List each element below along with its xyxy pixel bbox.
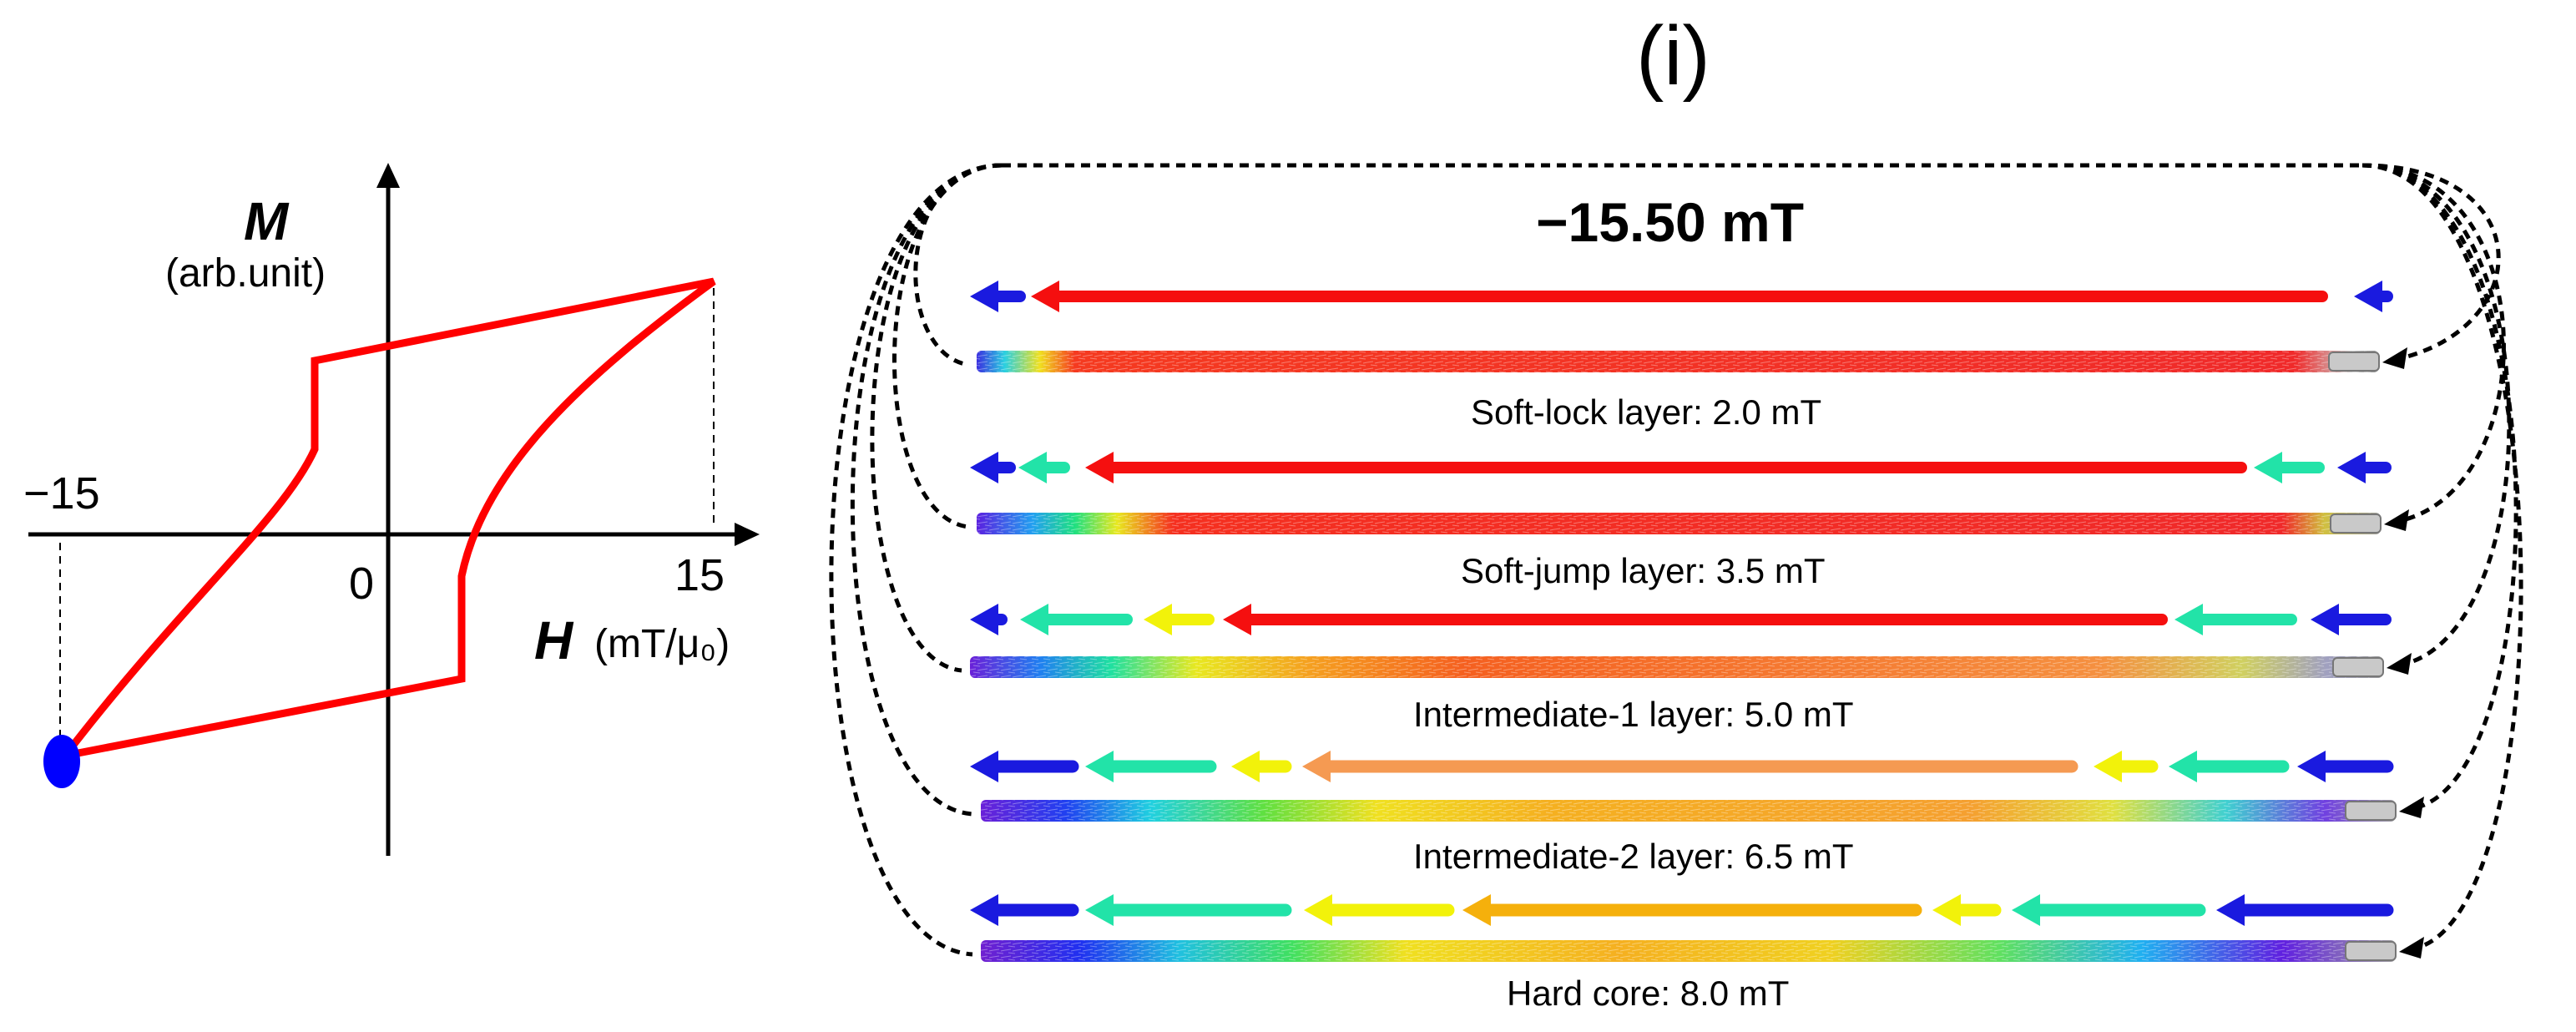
h-axis-symbol: H xyxy=(534,610,573,670)
hysteresis-plot xyxy=(28,163,760,856)
connector-left-3 xyxy=(850,163,1003,817)
moment-arrow-red xyxy=(1223,604,2168,635)
moment-arrow-yellow xyxy=(2094,751,2159,782)
moment-arrow-yellow xyxy=(1144,604,1215,635)
rod-texture xyxy=(977,513,2381,534)
moment-arrow-blue xyxy=(970,604,1008,635)
connector-curves xyxy=(829,163,2523,959)
moment-arrow-blue xyxy=(2297,751,2394,782)
layer-4 xyxy=(970,894,2397,962)
connector-right-1 xyxy=(2361,163,2506,524)
rod-end-cap xyxy=(2330,513,2382,534)
layer-2 xyxy=(970,604,2392,678)
moment-arrow-blue xyxy=(970,452,1016,483)
layer-label: Soft-lock layer: 2.0 mT xyxy=(1471,392,1822,432)
rod-texture xyxy=(970,656,2383,678)
layer-label: Hard core: 8.0 mT xyxy=(1507,974,1790,1013)
moment-arrow-blue xyxy=(2337,452,2392,483)
current-field-marker xyxy=(43,735,80,788)
tick-pos-15: 15 xyxy=(674,550,725,600)
m-axis-symbol: M xyxy=(244,191,289,251)
connector-arrowhead xyxy=(2387,653,2412,675)
moment-arrow-amber xyxy=(1462,894,1922,926)
h-axis-unit: (mT/μ₀) xyxy=(594,622,730,666)
m-axis-unit: (arb.unit) xyxy=(165,251,326,296)
layer-label: Intermediate-2 layer: 6.5 mT xyxy=(1413,837,1854,876)
moment-arrow-cyan xyxy=(2254,452,2325,483)
panel-label: (i) xyxy=(1636,9,1710,103)
rod-texture xyxy=(981,940,2396,962)
connector-arrowhead xyxy=(2399,797,2424,818)
hysteresis-loop xyxy=(56,277,716,761)
connector-right-0 xyxy=(2361,163,2501,362)
moment-arrow-blue xyxy=(970,894,1079,926)
rod-end-cap xyxy=(2345,941,2397,961)
rod-texture xyxy=(981,800,2396,822)
m-axis-arrowhead xyxy=(376,163,400,188)
connector-arrowhead xyxy=(2399,937,2424,959)
moment-arrow-blue xyxy=(2216,894,2394,926)
moment-arrow-cyan xyxy=(2169,751,2290,782)
connector-left-2 xyxy=(870,163,1003,673)
layer-label: Intermediate-1 layer: 5.0 mT xyxy=(1413,695,1854,734)
moment-arrow-red xyxy=(1031,281,2328,312)
tick-origin: 0 xyxy=(349,559,375,609)
connector-arrowhead xyxy=(2382,347,2407,369)
connector-right-4 xyxy=(2361,163,2523,951)
connector-right-2 xyxy=(2361,163,2512,667)
moment-arrow-cyan xyxy=(2012,894,2206,926)
connector-right-3 xyxy=(2361,163,2518,811)
field-readout: −15.50 mT xyxy=(1536,191,1805,253)
rod-end-cap xyxy=(2332,657,2384,677)
moment-arrow-blue xyxy=(2354,281,2393,312)
layer-1 xyxy=(970,452,2392,534)
layer-3 xyxy=(970,751,2397,822)
moment-arrow-cyan xyxy=(2174,604,2297,635)
layer-0 xyxy=(970,281,2393,372)
moment-arrow-cyan xyxy=(1020,604,1133,635)
moment-arrow-orange xyxy=(1302,751,2078,782)
moment-arrow-cyan xyxy=(1085,894,1292,926)
moment-arrow-yellow xyxy=(1304,894,1455,926)
moment-arrow-cyan xyxy=(1018,452,1070,483)
connector-left-0 xyxy=(913,163,1003,367)
moment-arrow-red xyxy=(1085,452,2247,483)
h-axis-arrowhead xyxy=(735,523,760,546)
moment-arrow-yellow xyxy=(1231,751,1292,782)
rod-end-cap xyxy=(2345,801,2397,821)
moment-arrow-yellow xyxy=(1932,894,2002,926)
rod-end-cap xyxy=(2328,352,2380,372)
connector-left-4 xyxy=(829,163,1003,957)
layer-rods xyxy=(970,281,2397,962)
layer-label: Soft-jump layer: 3.5 mT xyxy=(1461,551,1826,590)
moment-arrow-cyan xyxy=(1085,751,1217,782)
moment-arrow-blue xyxy=(970,281,1026,312)
connector-arrowhead xyxy=(2384,509,2409,531)
moment-arrow-blue xyxy=(2311,604,2392,635)
moment-arrow-blue xyxy=(970,751,1079,782)
rod-texture xyxy=(977,351,2379,372)
tick-neg-15: −15 xyxy=(23,468,100,519)
